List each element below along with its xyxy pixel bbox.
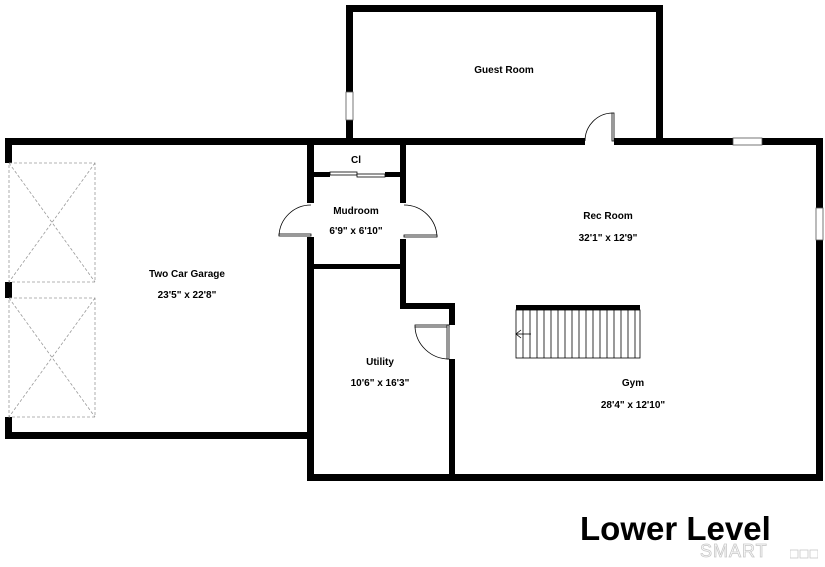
mudroom-dims: 6'9" x 6'10" (329, 226, 382, 237)
mls-logo-icon (790, 549, 818, 559)
utility-name: Utility (366, 357, 394, 368)
rec-room-name: Rec Room (583, 211, 633, 222)
level-title: Lower Level (580, 510, 771, 547)
window-guest-room (345, 91, 354, 121)
garage-name: Two Car Garage (149, 269, 225, 280)
mudroom-name: Mudroom (333, 206, 379, 217)
door-utility (414, 324, 455, 360)
staircase (515, 309, 641, 359)
window-rec-room-north (732, 137, 763, 146)
door-mudroom-west (278, 203, 314, 237)
door-mudroom-east (400, 203, 438, 239)
garage-door-north (8, 162, 96, 283)
gym-dims: 28'4" x 12'10" (601, 400, 666, 411)
guest-room-walls (346, 5, 663, 143)
stair-railing (516, 305, 640, 310)
main-walls (5, 138, 823, 481)
guest-room-name: Guest Room (474, 65, 534, 76)
door-closet (329, 171, 386, 178)
rec-room-dims: 32'1" x 12'9" (579, 233, 638, 244)
window-rec-room-east (815, 207, 824, 241)
brand-watermark: SMART (700, 541, 768, 562)
utility-dims: 10'6" x 16'3" (351, 378, 410, 389)
closet-name: Cl (351, 155, 361, 166)
garage-door-south (8, 297, 96, 418)
gym-name: Gym (622, 378, 644, 389)
door-guest-room (584, 112, 615, 145)
garage-dims: 23'5" x 22'8" (158, 290, 217, 301)
